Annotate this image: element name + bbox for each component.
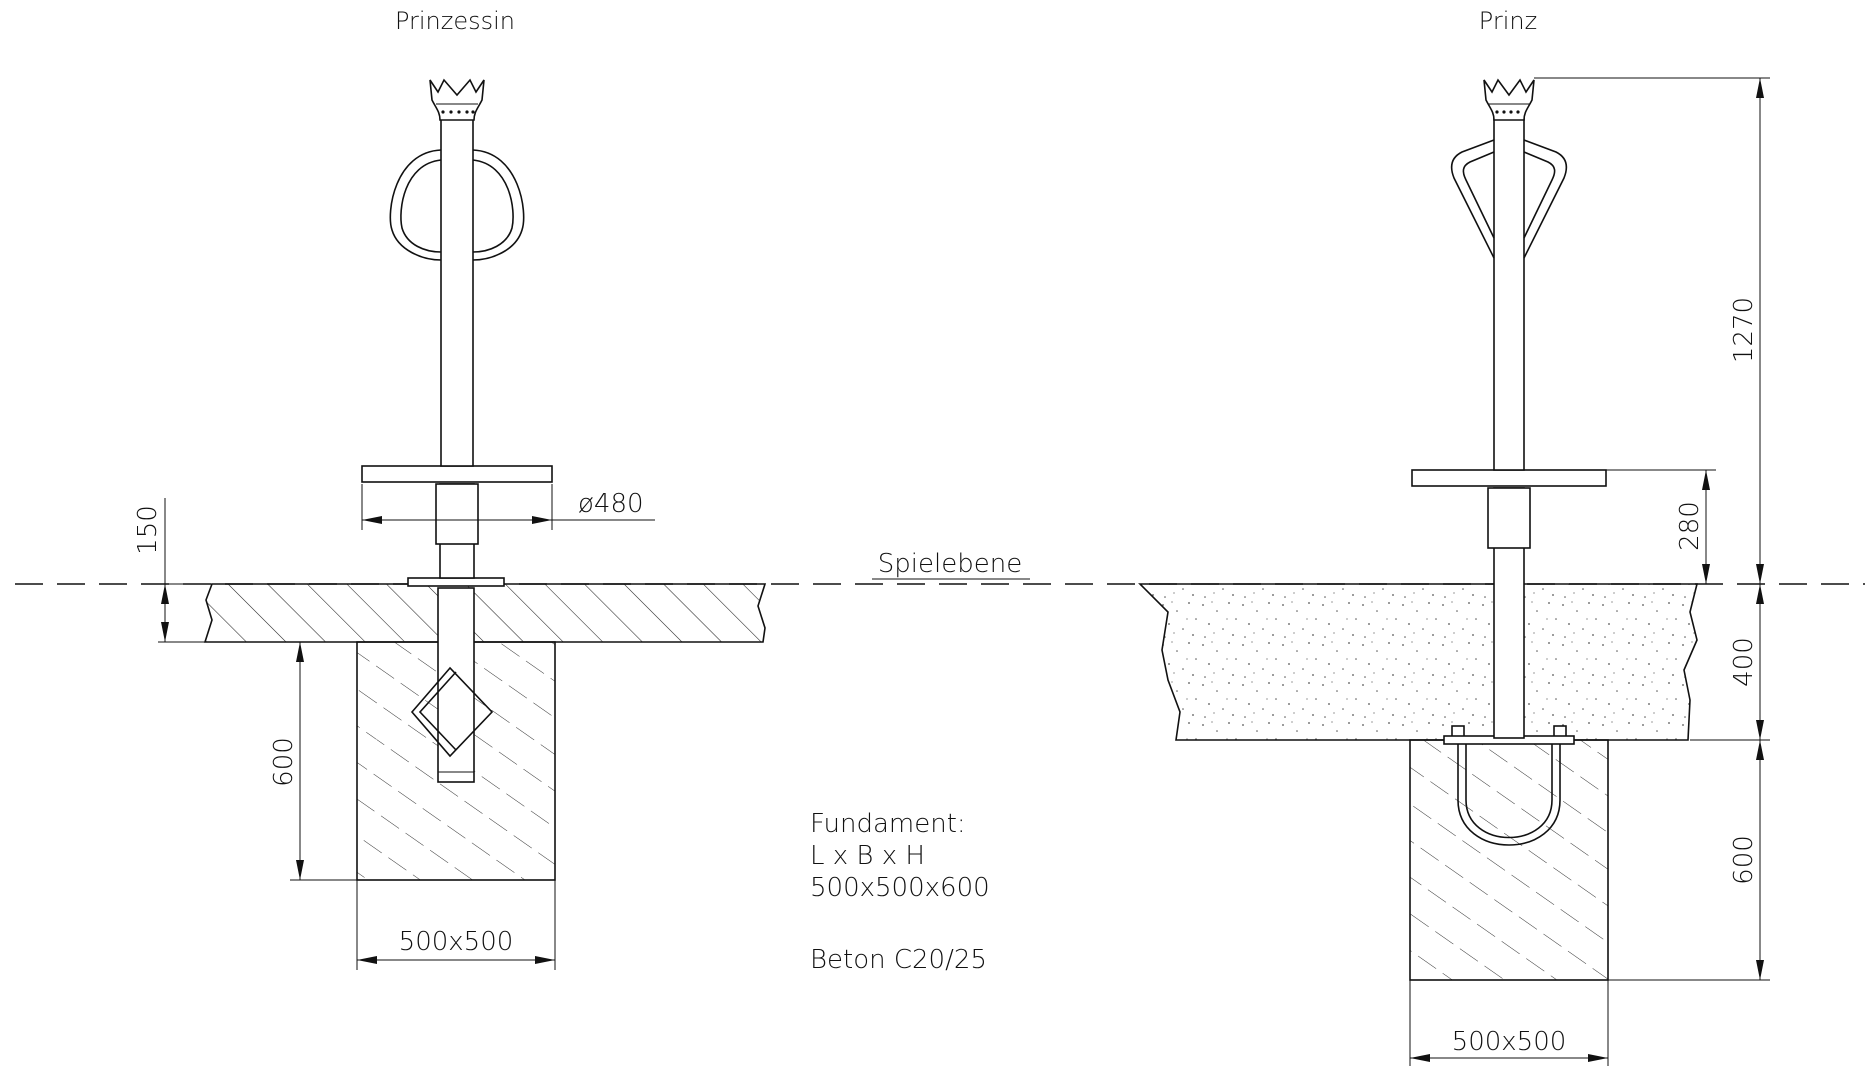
left-ground-layer	[203, 583, 767, 643]
prinz-drawing: 1270 280 400 600 500x500	[1138, 77, 1770, 1066]
note-fundament: Fundament:	[810, 809, 966, 839]
foundation-notes: Fundament: L x B x H 500x500x600 Beton C…	[810, 809, 990, 975]
left-dim-foundation-width: 500x500	[399, 927, 514, 957]
right-dim-foundation-width: 500x500	[1452, 1027, 1567, 1057]
right-dim-total-height: 1270	[1729, 297, 1759, 363]
title-prinz: Prinz	[1479, 7, 1537, 35]
right-ground-layer	[1138, 583, 1699, 741]
right-dim-ground-depth: 400	[1729, 637, 1759, 687]
left-dim-ground-depth: 150	[133, 505, 163, 555]
right-wing-handle	[1450, 139, 1495, 259]
right-plate	[1411, 469, 1607, 487]
right-crown-icon	[1483, 78, 1535, 121]
note-dims: 500x500x600	[810, 873, 990, 903]
right-foundation	[1409, 739, 1609, 981]
title-prinzessin: Prinzessin	[395, 7, 515, 35]
note-lbh: L x B x H	[810, 841, 925, 871]
ground-level-label: Spielebene	[878, 549, 1022, 579]
note-beton: Beton C20/25	[810, 945, 987, 975]
right-dim-plate-height: 280	[1675, 501, 1705, 551]
left-plate	[361, 465, 553, 483]
left-crown-icon	[429, 78, 485, 121]
right-dim-foundation-height: 600	[1729, 835, 1759, 885]
left-post	[440, 117, 474, 467]
left-ring-handle	[389, 149, 442, 261]
prinzessin-drawing: ø480 150 600 500x500	[133, 78, 767, 970]
right-post	[1493, 117, 1525, 471]
left-dim-foundation-height: 600	[269, 737, 299, 787]
left-dim-plate-diameter: ø480	[578, 489, 644, 519]
